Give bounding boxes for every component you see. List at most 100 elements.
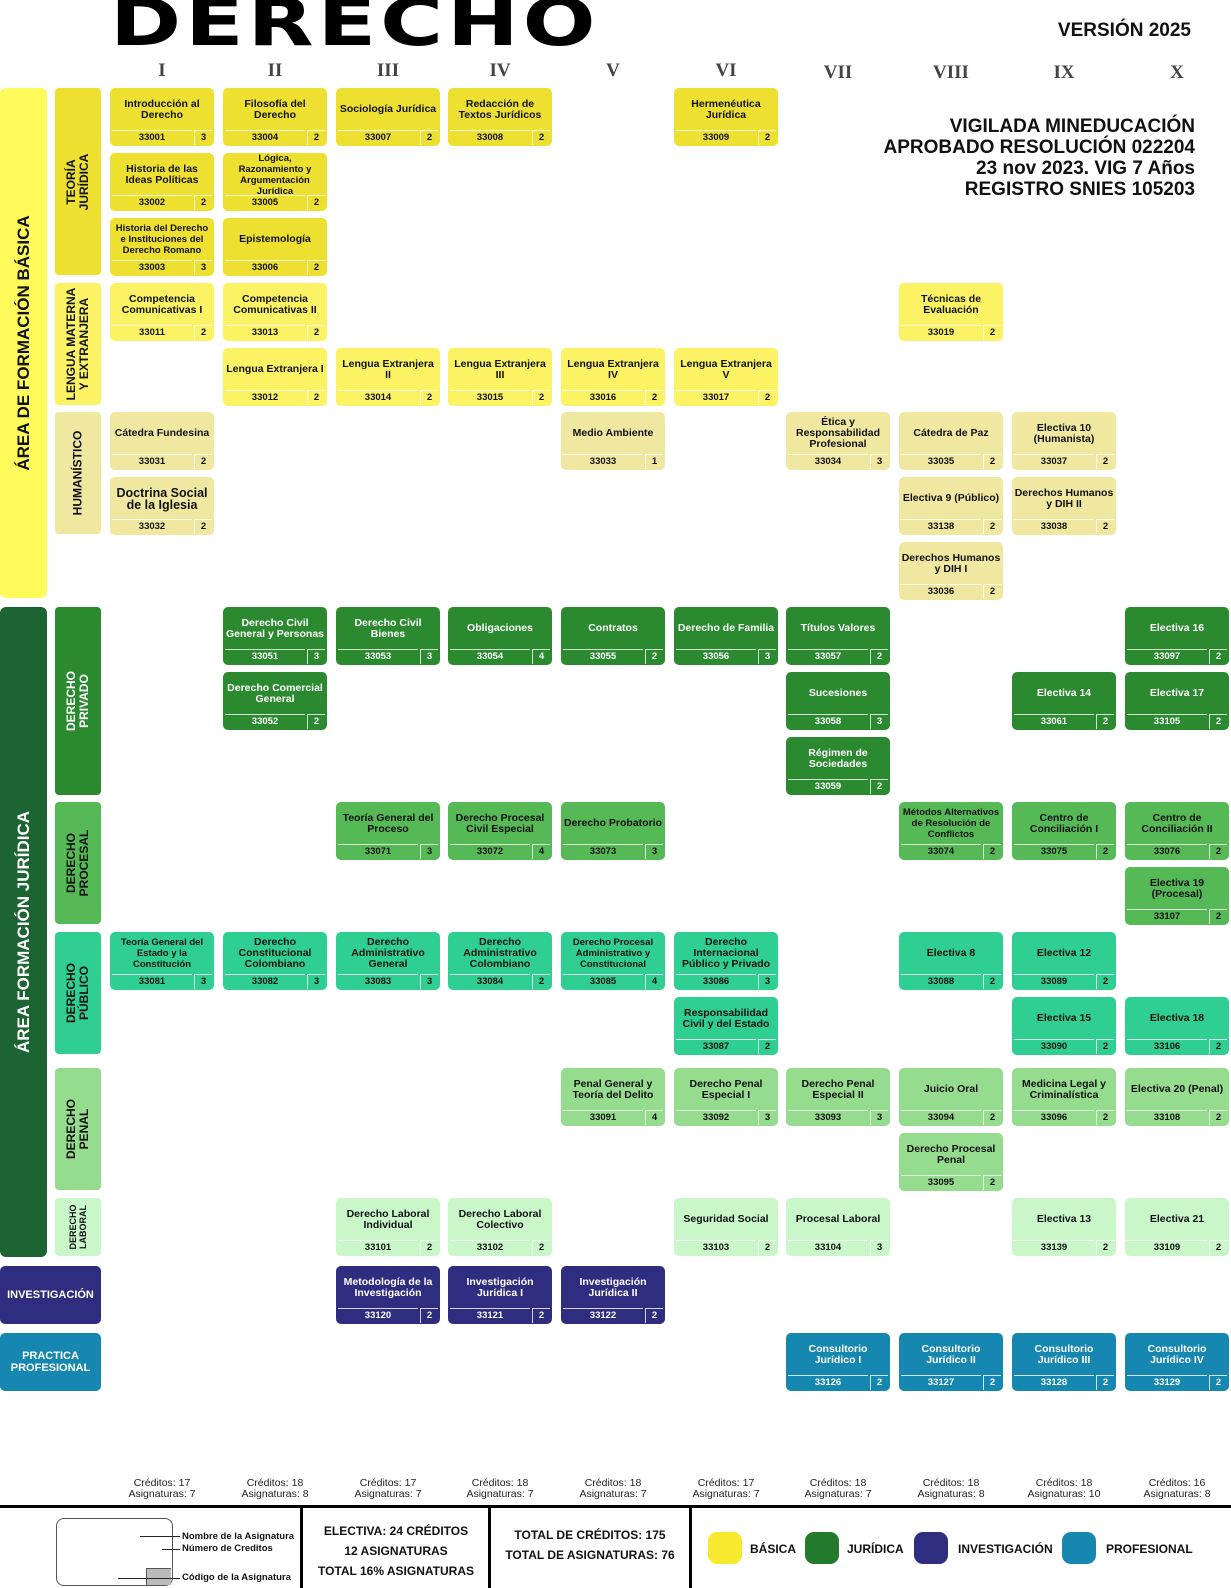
semester-header: VII bbox=[823, 62, 853, 83]
course-name: Electiva 12 bbox=[1036, 947, 1092, 959]
course-credits: 4 bbox=[645, 1110, 663, 1125]
course-code: 33093 bbox=[788, 1110, 868, 1125]
accreditation-block: VIGILADA MINEDUCACIÓN APROBADO RESOLUCIÓ… bbox=[884, 116, 1195, 200]
course-credits: 3 bbox=[870, 454, 888, 469]
course-name: Derecho Laboral Colectivo bbox=[458, 1207, 542, 1231]
course-code: 33107 bbox=[1127, 909, 1207, 924]
course-code: 33011 bbox=[112, 325, 192, 340]
course-code: 33071 bbox=[338, 844, 418, 859]
course-name: Régimen de Sociedades bbox=[808, 746, 868, 770]
course-name: Derecho Penal Especial II bbox=[801, 1077, 875, 1101]
course-code: 33120 bbox=[338, 1308, 418, 1323]
course-credits: 2 bbox=[1209, 909, 1227, 924]
course-name: Contratos bbox=[588, 622, 638, 634]
course-credits: 4 bbox=[532, 844, 550, 859]
course-code: 33059 bbox=[788, 779, 868, 794]
course-code: 33109 bbox=[1127, 1240, 1207, 1255]
program-title: DERECHO bbox=[110, 0, 600, 61]
course-credits: 2 bbox=[983, 844, 1001, 859]
group-label: INVESTIGACIÓN bbox=[7, 1289, 94, 1301]
course-code: 33015 bbox=[450, 390, 530, 405]
course-name: Sociología Jurídica bbox=[339, 103, 437, 115]
semester-header: V bbox=[606, 60, 620, 81]
course-code: 33138 bbox=[901, 519, 981, 534]
course-credits: 3 bbox=[194, 974, 212, 989]
course-credits: 3 bbox=[870, 1240, 888, 1255]
course-name: Penal General y Teoría del Delito bbox=[572, 1077, 654, 1101]
course-credits: 2 bbox=[1209, 649, 1227, 664]
course-code: 33055 bbox=[563, 649, 643, 664]
course-code: 33108 bbox=[1127, 1110, 1207, 1125]
course-name: Electiva 9 (Público) bbox=[902, 492, 1000, 504]
course-name: Teoría General del Estado y la Constituc… bbox=[120, 937, 204, 970]
summary-creditos: Créditos: 17 bbox=[697, 1477, 755, 1489]
course-name: Investigación Jurídica II bbox=[579, 1275, 647, 1299]
semester-header: III bbox=[376, 60, 400, 81]
course-code: 33001 bbox=[112, 130, 192, 145]
electiva-line: 12 ASIGNATURAS bbox=[344, 1544, 448, 1558]
summary-asignaturas: Asignaturas: 7 bbox=[354, 1488, 422, 1500]
subarea-derecho-publico: DERECHO PÚBLICO bbox=[55, 932, 101, 1054]
course-name: Investigación Jurídica I bbox=[466, 1275, 534, 1299]
subarea-label: LENGUA MATERNA Y EXTRANJERA bbox=[64, 287, 91, 401]
course-name: Teoría General del Proceso bbox=[342, 811, 434, 835]
course-code: 33106 bbox=[1127, 1039, 1207, 1054]
course-name: Derecho Probatorio bbox=[563, 817, 663, 829]
course-code: 33073 bbox=[563, 844, 643, 859]
accreditation-line: VIGILADA MINEDUCACIÓN bbox=[949, 116, 1195, 137]
course-name: Doctrina Social de la Iglesia bbox=[116, 485, 208, 512]
subarea-label: HUMANÍSTICO bbox=[70, 430, 85, 516]
summary-asignaturas: Asignaturas: 7 bbox=[466, 1488, 534, 1500]
course-code: 33102 bbox=[450, 1240, 530, 1255]
course-name: Electiva 21 bbox=[1149, 1213, 1205, 1225]
legend-numero-label: Número de Creditos bbox=[182, 1543, 273, 1554]
totals-line: TOTAL DE CRÉDITOS: 175 bbox=[514, 1528, 666, 1542]
course-code: 33032 bbox=[112, 519, 192, 534]
course-card: Lógica, Razonamiento y Argumentación Jur… bbox=[223, 153, 327, 211]
course-code: 33094 bbox=[901, 1110, 981, 1125]
course-code: 33097 bbox=[1127, 649, 1207, 664]
subarea-derecho-penal: DERECHO PENAL bbox=[55, 1068, 101, 1190]
subarea-label: DERECHO PRIVADO bbox=[64, 670, 91, 732]
group-practica-bar: PRACTICA PROFESIONAL bbox=[0, 1333, 101, 1391]
course-name: Historia del Derecho e Instituciones del… bbox=[115, 223, 209, 256]
summary-creditos: Créditos: 18 bbox=[246, 1477, 304, 1489]
course-name: Derechos Humanos y DIH I bbox=[901, 551, 1001, 575]
course-code: 33083 bbox=[338, 974, 418, 989]
course-name: Consultorio Jurídico II bbox=[921, 1342, 981, 1366]
